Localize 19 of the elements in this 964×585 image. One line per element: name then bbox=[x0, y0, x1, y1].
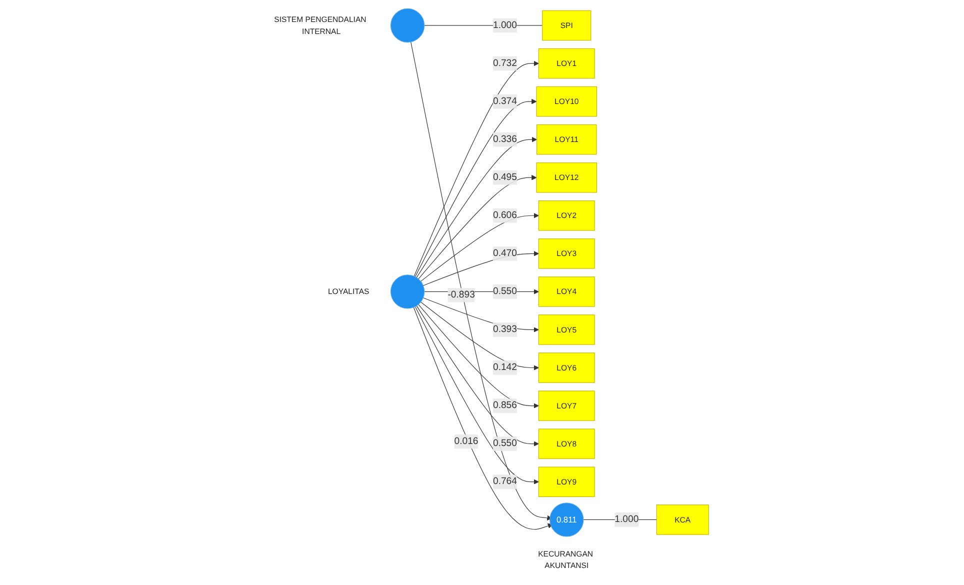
node-circle bbox=[390, 8, 425, 43]
edge-label: 1.000 bbox=[492, 20, 517, 30]
edge-label: 0.856 bbox=[492, 400, 517, 411]
edge-label: 0.606 bbox=[492, 210, 517, 220]
edge-label: -0.893 bbox=[448, 290, 475, 300]
edge-label: 0.495 bbox=[492, 172, 517, 182]
edge-label: 0.550 bbox=[492, 438, 517, 449]
node-circle: 0.811 bbox=[550, 502, 584, 537]
edge-label: 0.142 bbox=[492, 362, 517, 373]
node-circle bbox=[390, 274, 425, 309]
edge-label: 1.000 bbox=[614, 514, 639, 525]
edge-label: 0.550 bbox=[492, 286, 517, 296]
edge-label: 0.764 bbox=[492, 476, 517, 487]
edge-label: 0.016 bbox=[454, 436, 478, 446]
edge-label: 0.336 bbox=[492, 134, 517, 144]
edge-label: 0.732 bbox=[492, 58, 517, 68]
edge-label: 0.470 bbox=[492, 248, 517, 258]
edge-label: 0.393 bbox=[492, 324, 517, 334]
edge-label: 0.374 bbox=[492, 96, 517, 106]
